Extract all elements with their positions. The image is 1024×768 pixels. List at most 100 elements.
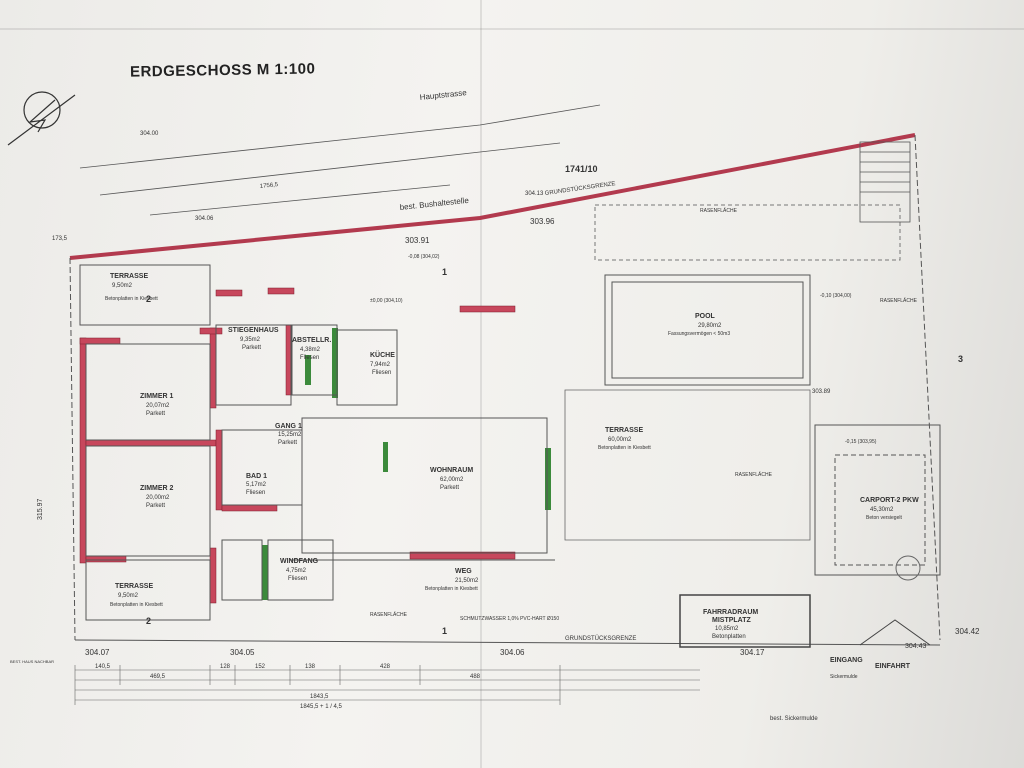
elev-e4: 303.96 xyxy=(530,217,555,226)
elev-e12: 304.43 xyxy=(905,643,927,650)
zimmer1-area: 20,07m2 xyxy=(146,403,170,409)
zimmer1-mat: Parkett xyxy=(146,411,165,417)
wastewater-label: SCHMUTZWASSER 1,0% PVC-HART Ø150 xyxy=(460,616,559,622)
zimmer2-area: 20,00m2 xyxy=(146,495,170,501)
north-arrow-icon xyxy=(7,91,76,146)
neighbour-house-label: BEST. HAUS NACHBAR xyxy=(10,659,54,664)
bad-name: BAD 1 xyxy=(246,473,267,480)
sickermulde-label: Sickermulde xyxy=(830,674,858,680)
dim-top-1: 1756,5 xyxy=(260,182,280,190)
terrasse-sw-mat: Betonplatten in Kiesbett xyxy=(110,602,163,608)
bad-area: 5,17m2 xyxy=(246,482,267,488)
kueche-area: 7,94m2 xyxy=(370,362,391,368)
dim-3: 152 xyxy=(255,664,266,670)
dim-5: 428 xyxy=(380,664,391,670)
dim-6: 488 xyxy=(470,674,481,680)
terrasse-sw-name: TERRASSE xyxy=(115,583,153,590)
sickermulde-best-label: best. Sickermulde xyxy=(770,716,818,722)
parcel-label: 1741/10 xyxy=(565,164,598,174)
gang-mat: Parkett xyxy=(278,440,297,446)
lawn-label: RASENFLÄCHE xyxy=(700,207,738,214)
fahrradraum-mat: Betonplatten xyxy=(712,634,746,640)
weg-mat: Betonplatten in Kiesbett xyxy=(425,586,478,592)
zimmer2-mat: Parkett xyxy=(146,503,165,509)
lawn-label-2: RASENFLÄCHE xyxy=(735,471,773,478)
level-label-1: ±0,00 (304,10) xyxy=(370,298,403,304)
elev-e9: 304.06 xyxy=(500,648,525,657)
street-lines xyxy=(79,104,601,216)
driveway-label: EINFAHRT xyxy=(875,663,911,670)
property-boundary xyxy=(69,133,941,646)
terrasse-main-name: TERRASSE xyxy=(605,427,643,434)
dimension-lines xyxy=(74,665,700,705)
stiegenhaus-area: 9,35m2 xyxy=(240,337,261,343)
stiegenhaus-mat: Parkett xyxy=(242,345,261,351)
zimmer2-name: ZIMMER 2 xyxy=(140,485,174,492)
dim-1: 469,5 xyxy=(150,674,166,680)
bike-room xyxy=(679,594,811,648)
pool-mat: Fassungsvermögen < 50m3 xyxy=(668,331,730,337)
section-marker-1-bottom: 1 xyxy=(442,626,447,636)
terrasse-nw-area: 9,50m2 xyxy=(112,283,133,289)
dim-total-1: 1843,5 xyxy=(310,694,329,700)
boundary-label-bottom: GRUNDSTÜCKSGRENZE xyxy=(565,635,636,642)
kueche-mat: Fliesen xyxy=(372,370,391,376)
dim-2: 128 xyxy=(220,664,231,670)
elev-e11: 304.42 xyxy=(955,627,980,636)
section-marker-3: 3 xyxy=(958,354,963,364)
zimmer1-name: ZIMMER 1 xyxy=(140,393,174,400)
fahrradraum-name: FAHRRADRAUM xyxy=(703,609,758,616)
carport xyxy=(814,424,941,576)
terrasse-main-mat: Betonplatten in Kiesbett xyxy=(598,445,651,451)
abstell-mat: Fliesen xyxy=(300,355,319,361)
fold-line-horizontal xyxy=(0,28,1024,30)
abstell-name: ABSTELLR. xyxy=(292,337,331,344)
elev-e6: 303.89 xyxy=(812,389,831,395)
tree-icon xyxy=(895,555,921,581)
elev-e3: 304.13 xyxy=(525,191,544,197)
section-marker-2-bottom: 2 xyxy=(146,616,151,626)
section-marker-1-top: 1 xyxy=(442,267,447,277)
bad-mat: Fliesen xyxy=(246,490,265,496)
level-label-4: -0,15 (303,95) xyxy=(845,439,877,445)
wohnraum-area: 62,00m2 xyxy=(440,477,464,483)
elev-e7: 304.05 xyxy=(230,648,255,657)
fahrradraum-area: 10,85m2 xyxy=(715,626,739,632)
carport-mat: Beton versiegelt xyxy=(866,515,902,521)
dim-0: 140,5 xyxy=(95,664,111,670)
entrance-label: EINGANG xyxy=(830,657,863,664)
elev-e8: 304.07 xyxy=(85,648,110,657)
pool-name: POOL xyxy=(695,313,716,320)
windfang-mat: Fliesen xyxy=(288,576,307,582)
elev-e1: 304.00 xyxy=(140,131,159,137)
abstell-area: 4,38m2 xyxy=(300,347,321,353)
lawn-label-3: RASENFLÄCHE xyxy=(880,297,918,304)
kueche-name: KÜCHE xyxy=(370,350,395,359)
lawn-label-4: RASENFLÄCHE xyxy=(370,611,408,618)
weg-name: WEG xyxy=(455,568,472,575)
bottom-dims: 140,5 469,5 128 152 138 428 488 xyxy=(95,664,481,680)
stiegenhaus-name: STIEGENHAUS xyxy=(228,327,279,334)
dim-left-1: 173,5 xyxy=(52,236,68,242)
windfang-name: WINDFANG xyxy=(280,558,319,565)
level-label-2: -0,08 (304,02) xyxy=(408,254,440,260)
interior-lines xyxy=(79,264,555,621)
pool-area: 29,80m2 xyxy=(698,323,722,329)
windfang-area: 4,75m2 xyxy=(286,568,307,574)
dim-4: 138 xyxy=(305,664,316,670)
terrasse-nw-mat: Betonplatten in Kiesbett xyxy=(105,296,158,302)
gang-area: 15,25m2 xyxy=(278,432,302,438)
terrasse-sw-area: 9,50m2 xyxy=(118,593,139,599)
elev-e13: 315.97 xyxy=(37,498,44,520)
wohnraum-name: WOHNRAUM xyxy=(430,467,473,474)
fahrradraum-sub: MISTPLATZ xyxy=(712,617,751,624)
entrance-gate xyxy=(859,619,931,646)
bus-stop-label: best. Bushaltestelle xyxy=(399,196,469,212)
level-label-3: -0,10 (304,00) xyxy=(820,293,852,299)
weg-area: 21,50m2 xyxy=(455,578,479,584)
dim-total-2: 1845,5 + 1 / 4,5 xyxy=(300,704,343,710)
house-walls xyxy=(79,287,516,604)
fold-line-vertical xyxy=(480,0,482,768)
